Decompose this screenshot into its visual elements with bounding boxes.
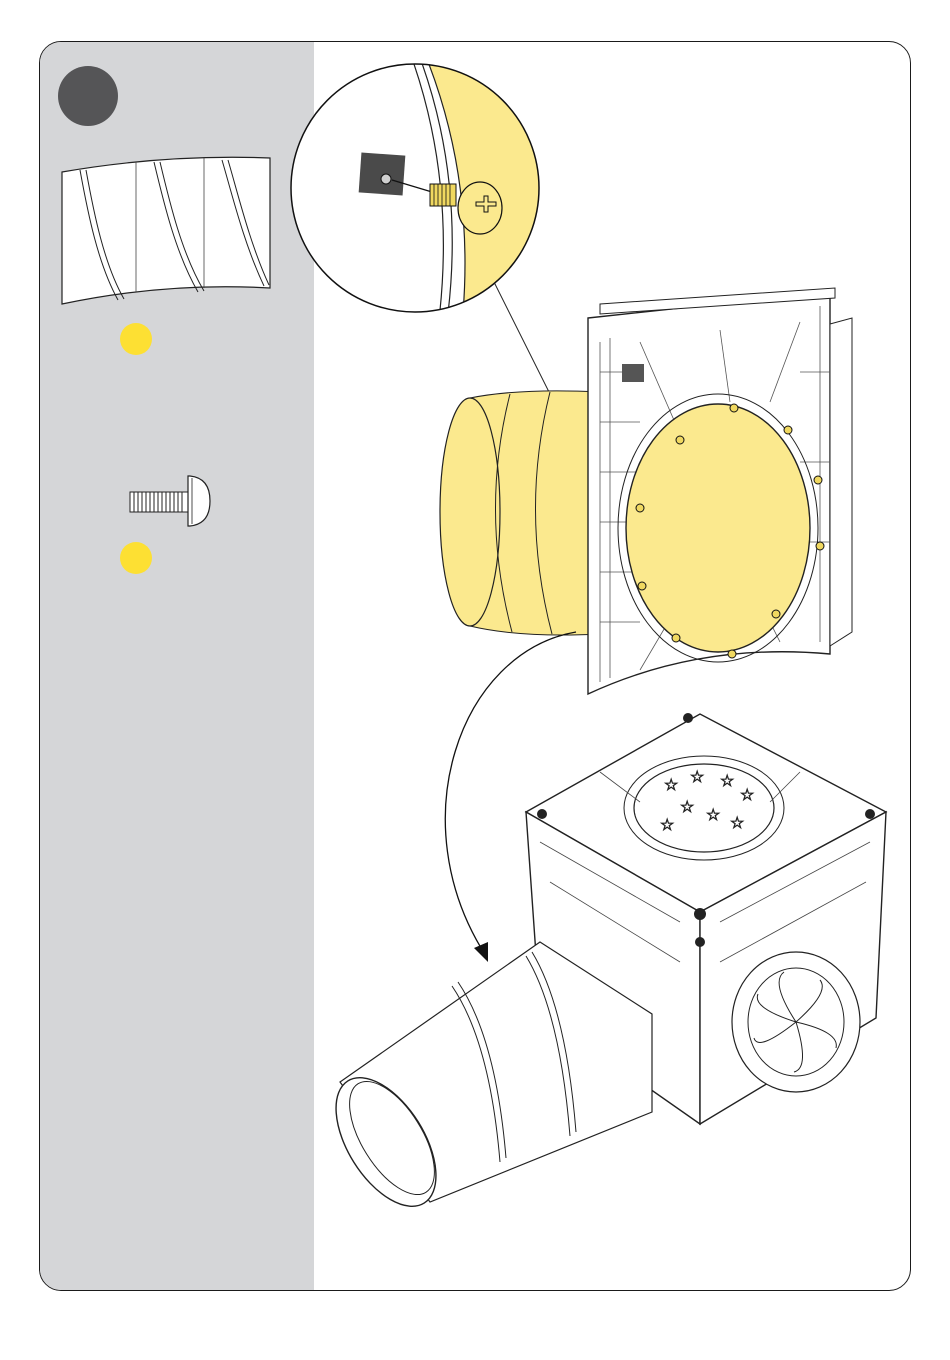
tube-flange-panel-assembly [440,288,852,694]
svg-text:☆: ☆ [740,785,754,804]
svg-text:☆: ☆ [730,813,744,832]
svg-text:☆: ☆ [720,771,734,790]
svg-text:☆: ☆ [664,775,678,794]
instruction-page-frame: ☆☆☆ ☆☆☆ ☆☆ [39,41,911,1291]
svg-text:☆: ☆ [706,805,720,824]
svg-text:☆: ☆ [690,767,704,786]
assembly-illustration: ☆☆☆ ☆☆☆ ☆☆ [40,42,910,1290]
svg-text:☆: ☆ [680,797,694,816]
play-cube-with-tube: ☆☆☆ ☆☆☆ ☆☆ [316,713,886,1223]
svg-text:☆: ☆ [660,815,674,834]
zoom-detail-screw-into-tube [291,42,600,342]
